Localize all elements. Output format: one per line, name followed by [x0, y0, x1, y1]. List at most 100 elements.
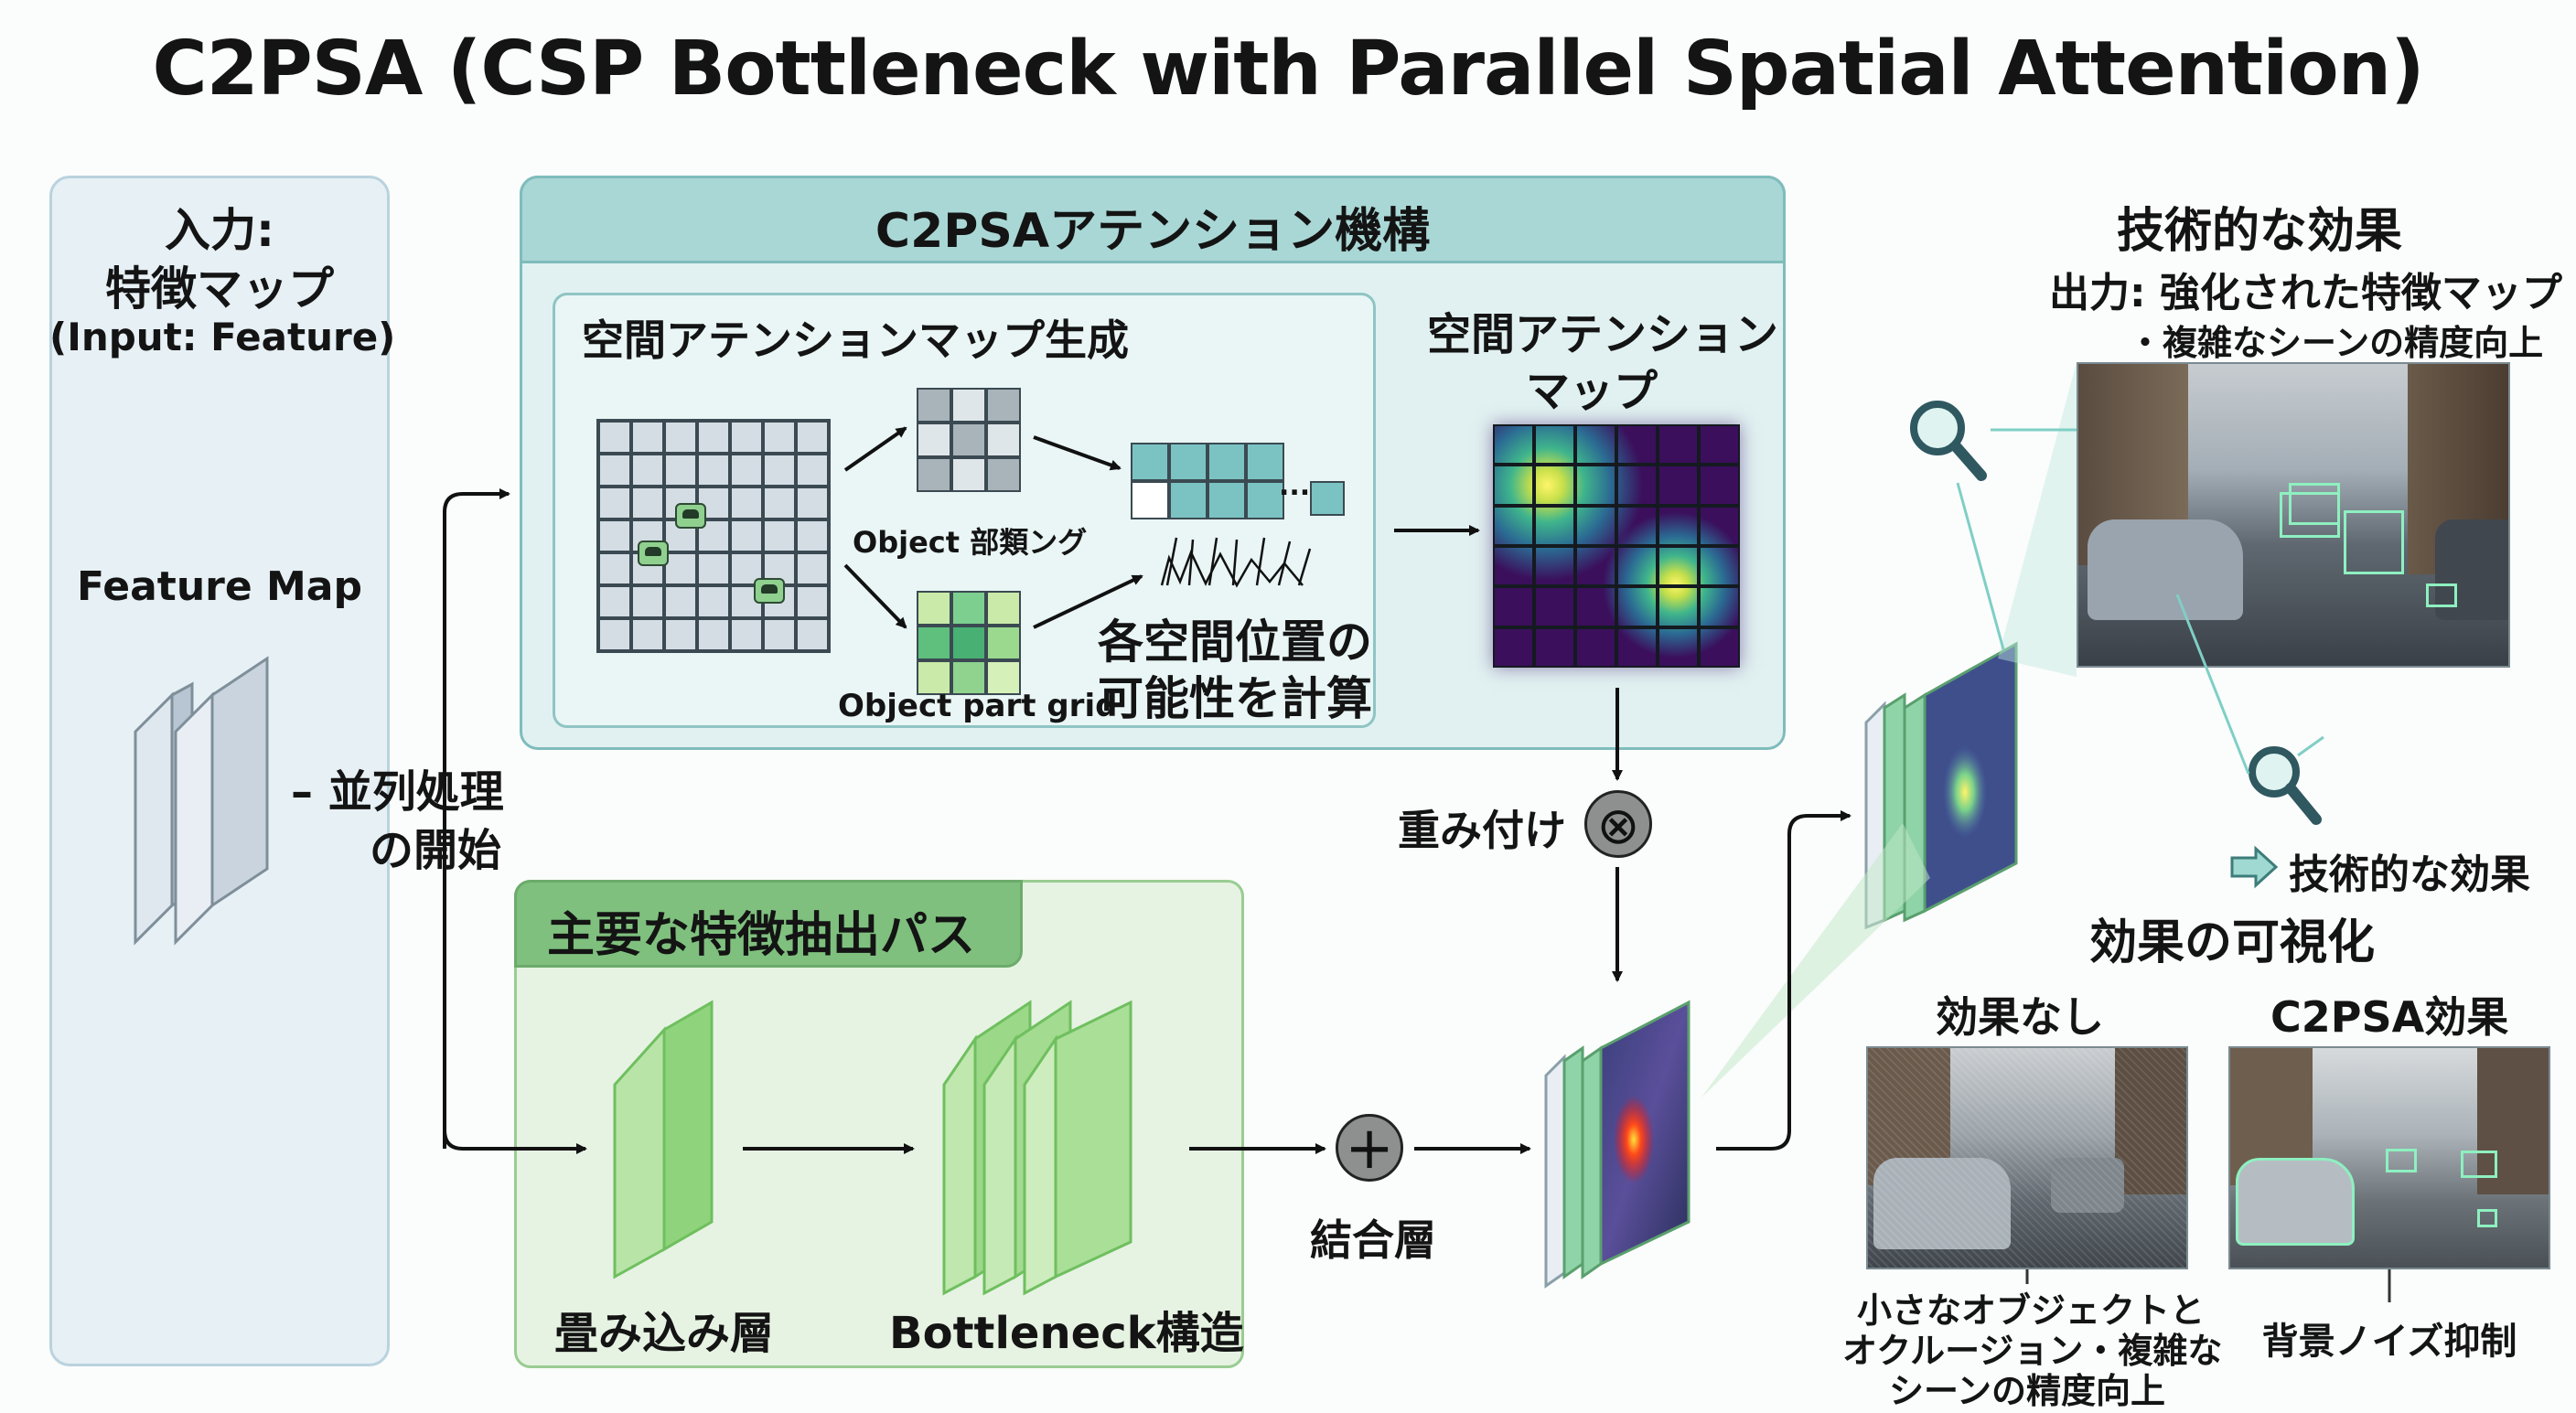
grid-cell — [1616, 465, 1658, 506]
grid-cell — [697, 585, 730, 618]
output-street-photo — [2077, 362, 2510, 668]
magnifier-icon — [2249, 746, 2322, 825]
effects-output-line: 出力: 強化された特徴マップ — [2049, 270, 2562, 316]
grid-cell — [730, 618, 763, 651]
grid-cell — [1534, 465, 1575, 506]
weighting-label: 重み付け — [1398, 806, 1566, 855]
car-icon — [638, 541, 669, 566]
grid-cell — [796, 585, 829, 618]
grid-cell — [1699, 545, 1740, 587]
parallel-label-line1: – 並列処理 — [291, 766, 504, 818]
effects-title: 技術的な効果 — [2117, 204, 2403, 259]
grid-cell — [1575, 505, 1616, 546]
effects-bullet: ・複雑なシーンの精度向上 — [2128, 323, 2544, 363]
grid-cell — [1493, 545, 1534, 587]
magnifier-icon — [1910, 401, 1987, 481]
feature-vector-row — [1131, 443, 1284, 519]
grid-cell — [1699, 626, 1740, 668]
grid-cell — [631, 618, 664, 651]
conv-layer-slab — [613, 1000, 714, 1279]
input-title-line2: 特徴マップ — [105, 262, 334, 316]
grid-cell — [664, 618, 697, 651]
attention-map-title-line1: 空間アテンション — [1427, 309, 1779, 360]
grid-cell — [1658, 424, 1699, 466]
vector-end-cell — [1310, 481, 1345, 516]
grid-cell — [1208, 443, 1246, 481]
grid-cell — [763, 519, 796, 552]
grid-cell — [763, 454, 796, 487]
bottleneck-slabs — [942, 1000, 1132, 1296]
grid-cell — [730, 519, 763, 552]
grid-cell — [1246, 443, 1284, 481]
input-title-line1: 入力: — [165, 204, 274, 257]
grid-cell — [986, 660, 1021, 695]
grid-cell — [1699, 586, 1740, 627]
grid-cell — [951, 626, 986, 660]
concat-symbol: + — [1345, 1115, 1394, 1183]
input-title-line3: (Input: Feature) — [49, 315, 396, 359]
grid-cell — [1493, 626, 1534, 668]
grid-cell — [697, 421, 730, 454]
main-path-header — [514, 880, 1023, 968]
grid-cell — [1616, 545, 1658, 587]
grid-cell — [1246, 481, 1284, 519]
no-effect-caption-line1: 小さなオブジェクトと — [1857, 1290, 2206, 1331]
merged-feature-map — [1544, 1000, 1690, 1289]
attention-map-title-line2: マップ — [1525, 366, 1658, 417]
grid-cell — [986, 388, 1021, 423]
right-arrow-icon — [2230, 845, 2279, 889]
grid-cell — [631, 487, 664, 519]
grid-cell — [1208, 481, 1246, 519]
grid-cell — [951, 423, 986, 457]
page-title: C2PSA (CSP Bottleneck with Parallel Spat… — [152, 26, 2424, 112]
object-label-top: Object 部類ング — [853, 525, 1088, 560]
grid-cell — [1699, 505, 1740, 546]
input-feature-label: Feature Map — [77, 563, 362, 610]
heatmap-grid — [1493, 424, 1740, 668]
grid-cell — [1616, 424, 1658, 466]
main-path-header-label: 主要な特徴抽出パス — [547, 908, 976, 963]
grid-cell — [1493, 424, 1534, 466]
grid-cell — [986, 591, 1021, 626]
grid-cell — [598, 552, 631, 585]
concat-label: 結合層 — [1310, 1215, 1436, 1265]
grid-cell — [951, 591, 986, 626]
grid-cell — [1575, 545, 1616, 587]
input-feature-map — [134, 656, 269, 946]
object-label-bottom: Object part grid — [838, 688, 1118, 724]
grid-cell — [917, 388, 951, 423]
grid-cell — [796, 552, 829, 585]
concat-operator: + — [1336, 1114, 1403, 1183]
grid-cell — [917, 626, 951, 660]
grid-cell — [917, 457, 951, 492]
bottleneck-label: Bottleneck構造 — [889, 1308, 1244, 1359]
conv-layer-label: 畳み込み層 — [554, 1308, 775, 1359]
grid-cell — [986, 626, 1021, 660]
grid-cell — [598, 519, 631, 552]
car-icon — [754, 578, 785, 604]
grid-cell — [986, 457, 1021, 492]
object-grid — [596, 419, 831, 653]
c2psa-effect-title: C2PSA効果 — [2270, 992, 2509, 1042]
parallel-label-line2: の開始 — [370, 825, 502, 876]
grid-cell — [1493, 505, 1534, 546]
grid-cell — [796, 421, 829, 454]
grid-cell — [598, 454, 631, 487]
spatial-attention-heatmap — [1493, 424, 1740, 668]
grid-cell — [986, 423, 1021, 457]
grid-cell — [697, 552, 730, 585]
grid-cell — [1575, 626, 1616, 668]
grid-cell — [1131, 481, 1169, 519]
grid-cell — [664, 454, 697, 487]
grid-cell — [951, 388, 986, 423]
grid-cell — [598, 585, 631, 618]
grid-cell — [1699, 465, 1740, 506]
grid-cell — [664, 421, 697, 454]
grid-cell — [1616, 626, 1658, 668]
grid-cell — [917, 591, 951, 626]
grid-cell — [763, 618, 796, 651]
grid-cell — [1699, 424, 1740, 466]
